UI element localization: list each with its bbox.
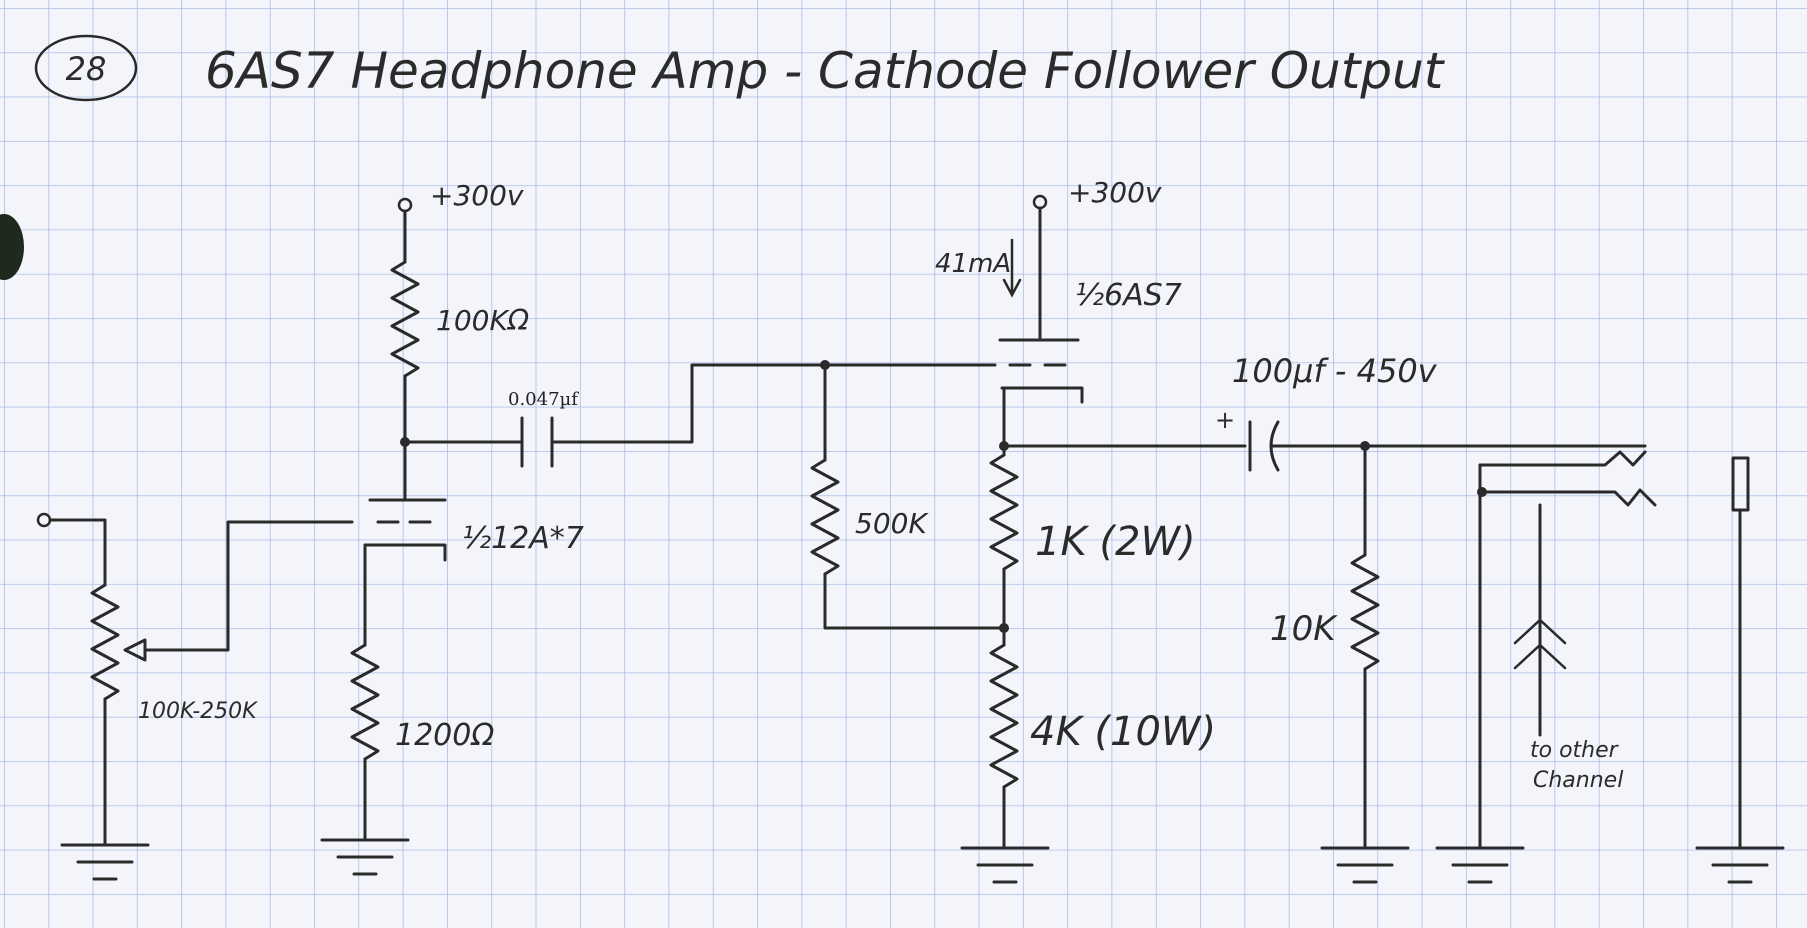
supply-label-left: +300v [430,179,524,212]
supply-terminal-right [1032,194,1048,210]
pot-label: 100K-250K [138,699,258,724]
plate-resistor-label: 100KΩ [436,304,530,337]
other-channel-arrow [1513,618,1567,670]
page-number-circle [34,34,138,102]
load-resistor-label: 10K [1270,609,1338,649]
headphone-jack [1478,450,1750,512]
other-channel-note-line2: Channel [1533,768,1623,793]
grid-resistor-label: 500K [855,507,929,540]
current-label: 41mA [935,249,1011,279]
resistor-1k [989,453,1019,571]
polarity-mark: + [1215,406,1235,434]
current-arrow [1002,238,1022,298]
ground-symbol-jack [1435,846,1525,884]
ground-symbol-load [1320,846,1410,884]
ground-symbol-driver [320,838,410,876]
page-number: 28 [66,50,107,88]
ground-symbol-output [960,846,1050,884]
supply-terminal-left [397,197,413,213]
output-tube-label: ½6AS7 [1075,278,1182,313]
coupling-capacitor-label: 0.047µf [508,389,579,410]
ground-symbol-pot [60,843,150,881]
cathode-resistor-label: 1200Ω [395,718,494,753]
resistor-4k [989,643,1019,789]
ground-symbol-jack-body [1695,846,1785,884]
driver-tube-label: ½12A*7 [462,521,584,556]
resistor-4k-label: 4K (10W) [1030,709,1216,755]
cathode-resistor-1200 [350,643,380,761]
binder-hole [0,214,24,280]
output-capacitor-label: 100µf - 450v [1232,352,1438,390]
other-channel-note-line1: to other [1530,738,1620,763]
wire-wiper-to-grid [143,520,354,652]
page-title: 6AS7 Headphone Amp - Cathode Follower Ou… [205,42,1446,100]
driver-triode [363,498,447,562]
supply-label-right: +300v [1068,176,1162,209]
plate-resistor-100k [390,260,420,378]
resistor-1k-label: 1K (2W) [1035,519,1196,565]
wire-cap-to-output-grid [550,363,997,444]
junction-bias [999,623,1009,633]
potentiometer [90,583,120,701]
wire-grid-resistor-to-bias-node [823,572,1006,630]
wire-input-to-pot [48,518,107,587]
input-terminal [36,512,52,528]
load-resistor-10k [1350,553,1380,671]
grid-resistor-500k [810,458,840,576]
output-triode [998,338,1084,404]
